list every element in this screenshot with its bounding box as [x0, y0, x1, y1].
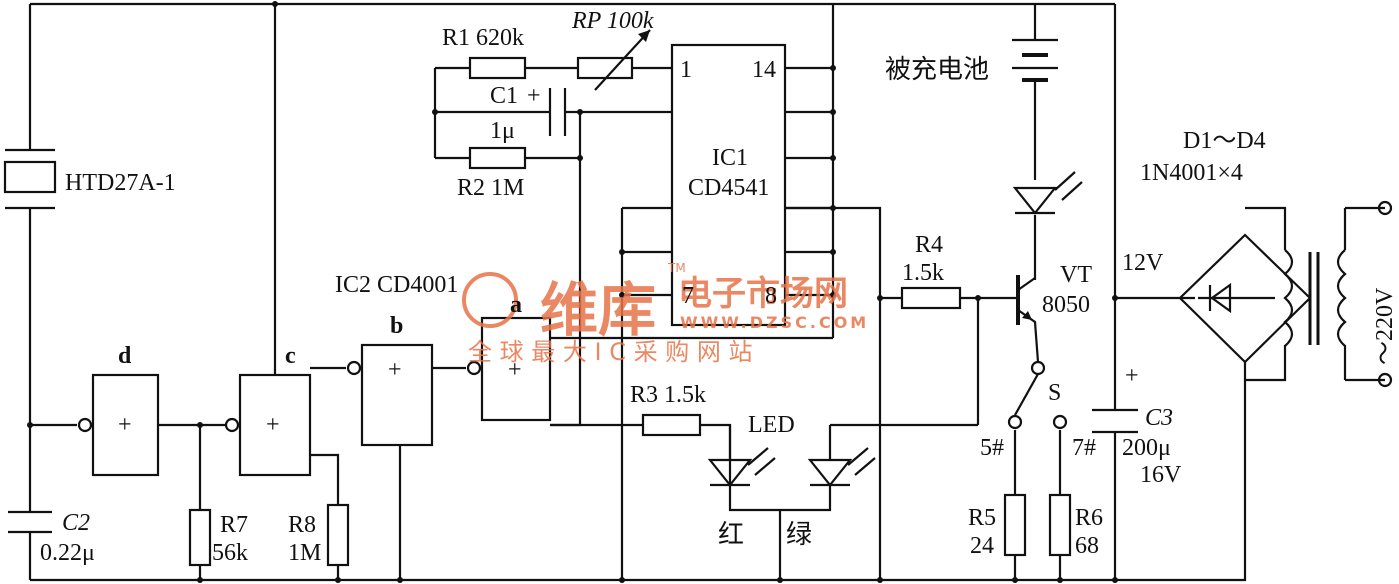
label-red: 红: [718, 520, 744, 550]
label-switch-7: 7#: [1072, 435, 1096, 461]
resistor-r1: [468, 56, 527, 80]
label-r3: R3 1.5k: [630, 382, 706, 408]
battery-icon: [1012, 38, 1058, 82]
gate-c: +: [224, 373, 312, 477]
watermark-logo-icon: [462, 272, 518, 328]
label-r6-value: 68: [1075, 533, 1099, 559]
label-c3-plus: +: [1125, 363, 1139, 389]
label-r6: R6: [1075, 505, 1103, 531]
label-pin-7: 7: [682, 283, 694, 309]
resistor-r2: [468, 146, 527, 170]
label-pin-1: 1: [680, 57, 692, 83]
watermark: 维库 TM 电子市场网 WWW.DZSC.COM 全 球 最 大 I C 采 购…: [462, 261, 869, 366]
label-r4-value: 1.5k: [902, 260, 944, 286]
label-vt: VT: [1060, 262, 1092, 288]
label-ic1: IC1: [712, 145, 748, 171]
label-r2: R2 1M: [457, 175, 524, 201]
label-c1-value: 1μ: [490, 118, 515, 144]
label-r7: R7: [220, 512, 248, 538]
resistor-r5: [1003, 493, 1027, 557]
resistor-r6: [1048, 493, 1072, 557]
label-c3-value: 200μ: [1122, 435, 1171, 461]
labels: HTD27A-1 C2 0.22μ R7 56k R8 1M d c b a I…: [40, 8, 1398, 566]
label-r4: R4: [915, 232, 943, 258]
watermark-tm: TM: [667, 261, 686, 275]
capacitor-c2: [8, 510, 52, 534]
bridge-rectifier: [1178, 233, 1312, 364]
buzzer-htd27a: [3, 148, 57, 210]
label-vt-part: 8050: [1042, 292, 1090, 318]
label-gate-a: a: [510, 292, 522, 318]
label-12v: 12V: [1122, 250, 1164, 276]
label-r7-value: 56k: [212, 540, 248, 566]
label-c2: C2: [62, 510, 90, 536]
svg-text:+: +: [118, 412, 132, 438]
transistor-vt: [1016, 275, 1032, 325]
transformer-icon: [1283, 200, 1393, 388]
watermark-brand: 维库: [540, 276, 656, 344]
svg-text:+: +: [388, 357, 402, 383]
gate-b: +: [346, 343, 434, 447]
label-r5-value: 24: [970, 533, 994, 559]
label-ic1-part: CD4541: [688, 175, 769, 201]
gate-d: +: [77, 373, 160, 477]
watermark-url: WWW.DZSC.COM: [680, 313, 869, 332]
label-htd: HTD27A-1: [65, 170, 176, 196]
label-battery: 被充电池: [885, 55, 989, 85]
label-c2-value: 0.22μ: [40, 540, 95, 566]
junction-dots: [27, 1, 1118, 583]
potentiometer-rp: [576, 29, 651, 91]
ic1-cd4541: [670, 43, 787, 327]
label-c1-plus: +: [527, 83, 541, 109]
label-green: 绿: [786, 520, 812, 550]
switch-s: [1007, 360, 1068, 430]
label-ic2: IC2 CD4001: [335, 272, 458, 298]
label-gate-c: c: [285, 343, 296, 369]
label-switch-5: 5#: [980, 435, 1004, 461]
label-gate-d: d: [118, 343, 132, 369]
label-c1: C1: [490, 83, 518, 109]
label-gate-b: b: [390, 313, 403, 339]
label-pin-8: 8: [765, 283, 777, 309]
capacitor-c1: [548, 88, 567, 136]
led-red-icon: [707, 447, 776, 487]
led-green-icon: [807, 447, 876, 487]
gate-a: +: [466, 316, 552, 422]
label-r1: R1 620k: [442, 25, 524, 51]
label-r5: R5: [968, 505, 996, 531]
watermark-market: 电子市场网: [678, 274, 848, 314]
svg-text:+: +: [266, 412, 280, 438]
resistor-r3: [641, 413, 702, 437]
label-r8-value: 1M: [288, 540, 321, 566]
label-r8: R8: [288, 512, 316, 538]
label-rp: RP 100k: [571, 8, 654, 34]
label-c3-voltage: 16V: [1140, 462, 1182, 488]
label-pin-14: 14: [752, 57, 776, 83]
capacitor-c3: [1092, 408, 1138, 434]
label-switch-s: S: [1048, 380, 1061, 406]
label-ac-220v: ～220V: [1372, 287, 1398, 365]
resistor-r7: [188, 508, 212, 567]
resistor-r8: [326, 503, 350, 567]
resistor-r4: [900, 286, 962, 310]
label-d1-part: 1N4001×4: [1140, 160, 1243, 186]
label-c3: C3: [1145, 405, 1173, 431]
watermark-slogan: 全 球 最 大 I C 采 购 网 站: [468, 338, 753, 366]
label-led: LED: [748, 412, 795, 438]
label-d1-d4: D1～D4: [1183, 128, 1266, 154]
svg-text:+: +: [508, 357, 522, 383]
led-charge-icon: [1012, 171, 1083, 215]
